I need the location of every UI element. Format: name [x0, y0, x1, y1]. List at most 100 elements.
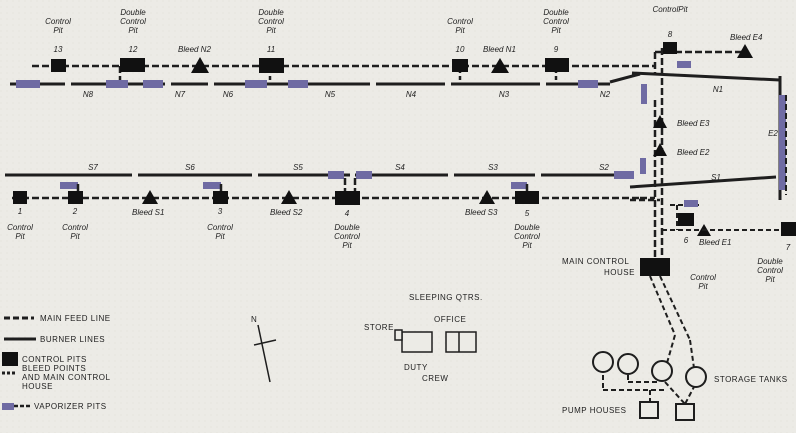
main-control-house — [640, 258, 670, 276]
sleeping-qtrs-label: SLEEPING QTRS. — [409, 293, 483, 302]
line-n4: N4 — [406, 90, 417, 99]
n1-burner-segment — [631, 71, 781, 82]
vaporizer-pit — [328, 171, 344, 179]
store-building — [401, 331, 433, 353]
vaporizer-pit — [245, 80, 267, 88]
line-n7: N7 — [175, 90, 186, 99]
bleed-e3-triangle — [653, 115, 667, 128]
storage-tank — [685, 366, 707, 388]
vaporizer-pit — [143, 80, 163, 88]
east-vaporizer-pits — [640, 61, 698, 207]
bleed-s1-label: Bleed S1 — [132, 208, 164, 217]
bleed-n2-triangle — [191, 57, 209, 73]
vaporizer-pit — [60, 182, 78, 189]
control-pit-3 — [213, 191, 228, 204]
double-control-pit-5 — [515, 191, 539, 204]
legend-symbols — [2, 316, 36, 410]
double-control-pit-4 — [335, 191, 360, 205]
vaporizer-pit — [511, 182, 527, 189]
south-vaporizer-pits — [60, 171, 634, 189]
pit-13-num: 13 — [54, 45, 63, 54]
line-e2: E2 — [768, 129, 778, 138]
legend-burner-label: BURNER LINES — [40, 335, 105, 344]
vaporizer-pit — [288, 80, 308, 88]
office-label: OFFICE — [434, 315, 466, 324]
pit-2-num: 2 — [72, 207, 78, 216]
s1-burner-segment — [629, 175, 777, 189]
line-s4: S4 — [395, 163, 405, 172]
storage-tank — [592, 351, 614, 373]
pit-3-num: 3 — [218, 207, 223, 216]
store-label: STORE — [364, 323, 394, 332]
north-burner-bend — [609, 72, 641, 84]
pit-8-num: 8 — [668, 30, 673, 39]
pit-4-num: 4 — [345, 209, 350, 218]
storage-tanks-label: STORAGE TANKS — [714, 375, 788, 384]
bleed-s3-triangle — [479, 190, 495, 204]
bleed-s1-triangle — [142, 190, 158, 204]
legend-vaporizer-label: VAPORIZER PITS — [34, 402, 107, 411]
vaporizer-pit — [614, 171, 634, 179]
line-s6: S6 — [185, 163, 195, 172]
bleed-e2-triangle — [653, 143, 667, 156]
south-burner-gaps — [132, 171, 541, 179]
control-pit-13 — [51, 59, 66, 72]
line-s3: S3 — [488, 163, 498, 172]
line-n6: N6 — [223, 90, 234, 99]
vaporizer-pit — [203, 182, 221, 189]
storage-tank — [617, 353, 639, 375]
vaporizer-pit — [640, 158, 646, 174]
bleed-e4-triangle — [737, 44, 753, 58]
bleed-e2-label: Bleed E2 — [677, 148, 710, 157]
bleed-e4-label: Bleed E4 — [730, 33, 763, 42]
vaporizer-pit — [641, 84, 647, 104]
legend-vaporizer-symbol — [2, 403, 14, 410]
bleed-s3-label: Bleed S3 — [465, 208, 498, 217]
bleed-s2-label: Bleed S2 — [270, 208, 303, 217]
bleed-n1-label: Bleed N1 — [483, 45, 516, 54]
vaporizer-pit — [356, 171, 372, 179]
pit-9-num: 9 — [554, 45, 559, 54]
pit-11-num: 11 — [267, 45, 275, 54]
double-control-pit-7 — [781, 222, 796, 236]
pump-house — [639, 401, 659, 419]
double-control-pit-11 — [259, 58, 284, 73]
storage-tanks — [592, 351, 707, 388]
vaporizer-pit — [677, 61, 691, 68]
bleed-s2-triangle — [281, 190, 297, 204]
buildings — [394, 329, 477, 353]
north-burner-gaps — [65, 80, 546, 88]
vaporizer-pit — [578, 80, 598, 88]
pit-7-num: 7 — [786, 243, 791, 252]
legend-main-feed-label: MAIN FEED LINE — [40, 314, 111, 323]
office-building — [445, 331, 477, 353]
legend-control-symbol — [2, 352, 18, 366]
line-n8: N8 — [83, 90, 94, 99]
store-annex — [394, 329, 403, 341]
pump-houses — [639, 401, 695, 421]
bleed-e3-label: Bleed E3 — [677, 119, 710, 128]
north-pits — [51, 42, 753, 73]
line-n3: N3 — [499, 90, 510, 99]
control-pit-10 — [452, 59, 468, 72]
pit-6-num: 6 — [684, 236, 689, 245]
north-label: N — [251, 315, 257, 324]
pit-10-num: 10 — [456, 45, 465, 54]
bleed-n1-triangle — [491, 58, 509, 73]
line-n2: N2 — [600, 90, 611, 99]
vaporizer-pit — [16, 80, 40, 88]
double-control-pit-9 — [545, 58, 569, 72]
line-s7: S7 — [88, 163, 98, 172]
control-pit-1 — [13, 191, 27, 204]
control-pit-6 — [678, 213, 694, 226]
pump-houses-label: PUMP HOUSES — [562, 406, 626, 415]
bleed-n2-label: Bleed N2 — [178, 45, 211, 54]
